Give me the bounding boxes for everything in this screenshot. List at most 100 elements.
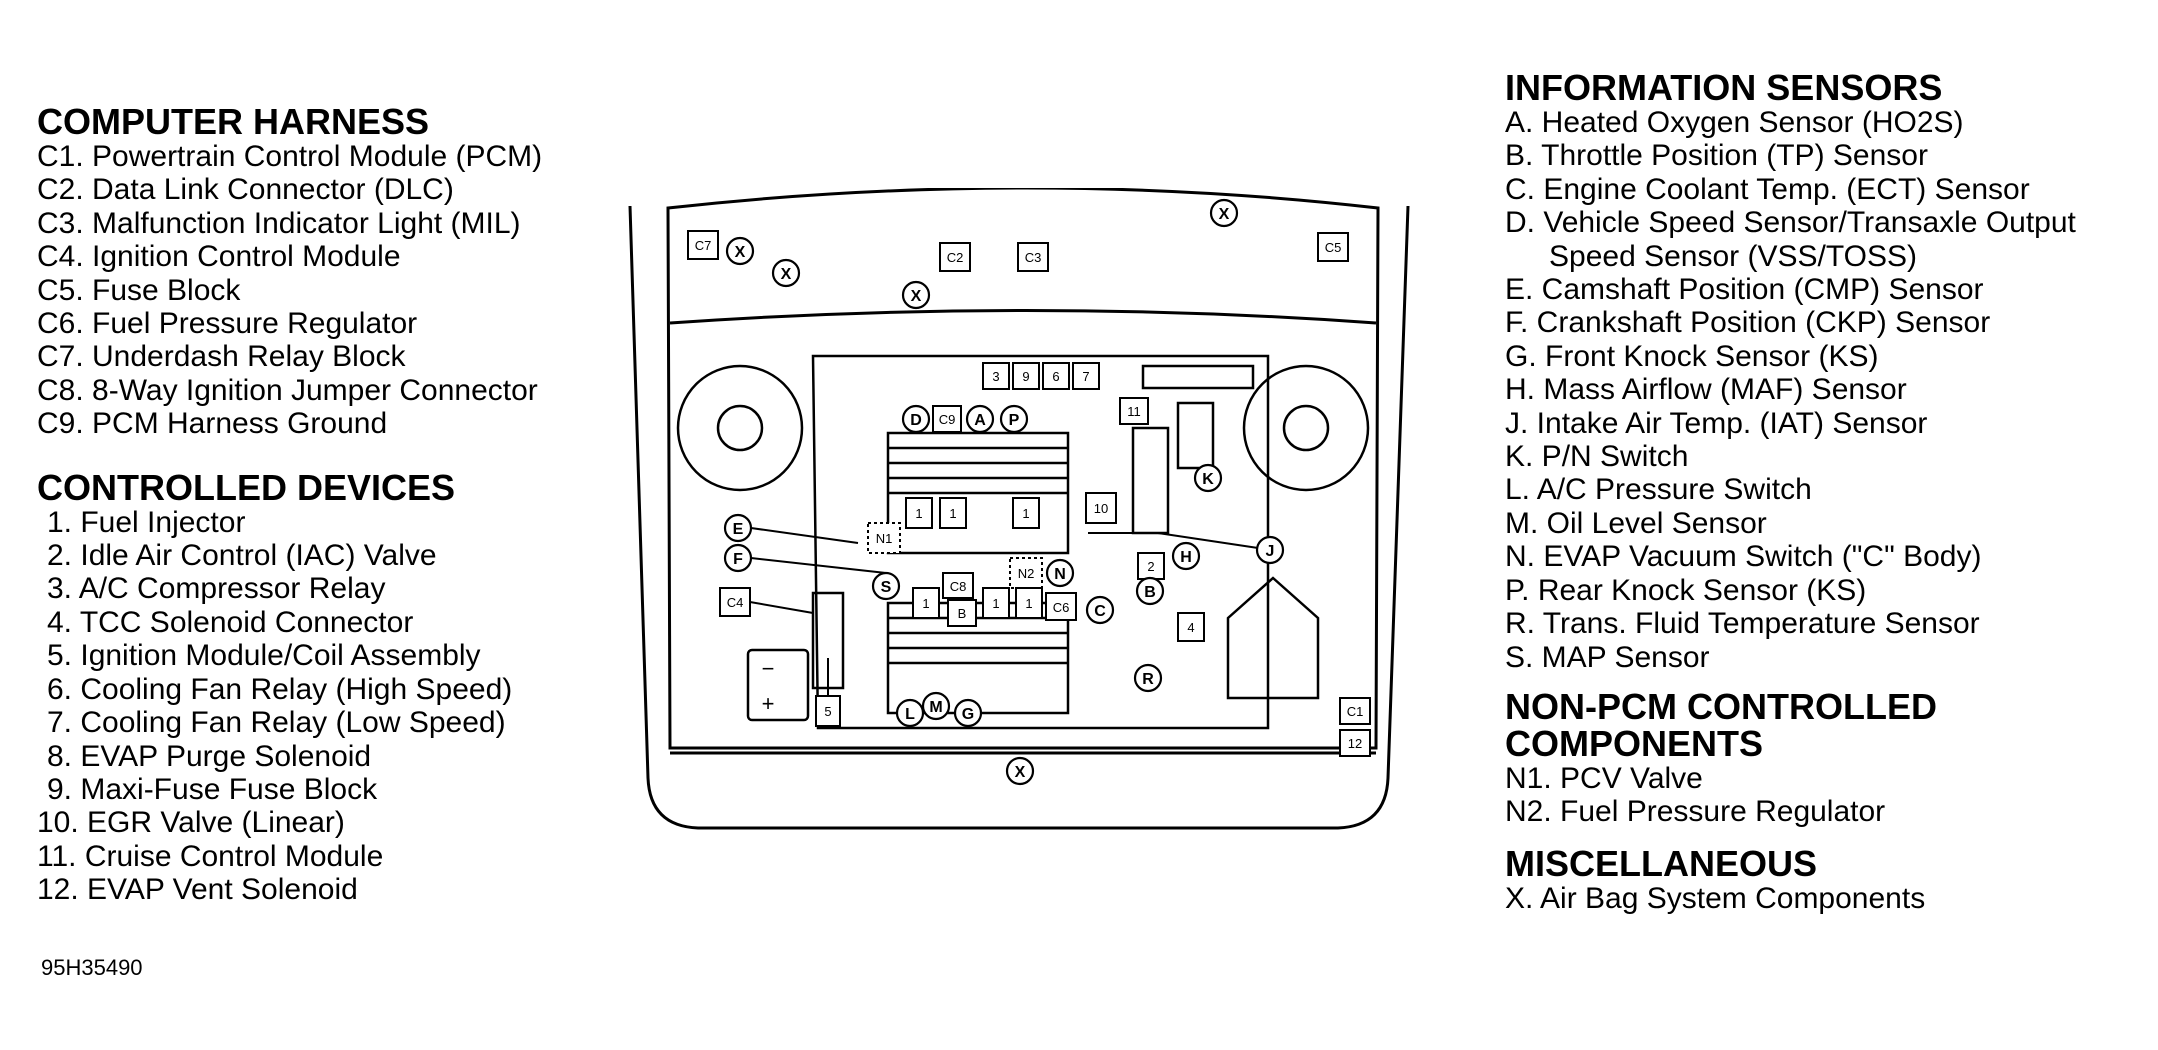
sensor-item: A. Heated Oxygen Sensor (HO2S)	[1505, 106, 1964, 139]
svg-text:S: S	[881, 579, 892, 596]
sensor-item: G. Front Knock Sensor (KS)	[1505, 339, 1879, 373]
sensor-item: L. A/C Pressure Switch	[1505, 473, 1812, 507]
marker-p: P	[999, 404, 1029, 434]
svg-text:3: 3	[992, 369, 999, 384]
non-pcm-heading: NON-PCM CONTROLLED	[1505, 685, 1937, 727]
right-strut-center	[1282, 404, 1330, 452]
harness-item: C4. Ignition Control Module	[37, 240, 401, 274]
harness-item: C6. Fuel Pressure Regulator	[37, 307, 418, 341]
right-legend: INFORMATION SENSORS A. Heated Oxygen Sen…	[1505, 69, 2076, 915]
device-item: 10. EGR Valve (Linear)	[37, 806, 345, 840]
left-strut-center	[716, 404, 764, 452]
harness-item: C5. Fuse Block	[37, 273, 241, 307]
harness-item: C8. 8-Way Ignition Jumper Connector	[37, 373, 538, 407]
box-1c: 1	[1012, 497, 1040, 529]
svg-text:E: E	[733, 521, 744, 538]
box-b: B	[947, 599, 977, 627]
box-6: 6	[1042, 362, 1070, 390]
marker-l: L	[895, 698, 925, 728]
svg-text:11: 11	[1127, 404, 1141, 419]
svg-text:C8: C8	[950, 579, 967, 594]
svg-text:N1: N1	[876, 531, 893, 546]
strut-towers	[676, 364, 1370, 492]
box-c2: C2	[939, 242, 971, 272]
information-sensors-heading: INFORMATION SENSORS	[1505, 67, 1943, 108]
engine-compartment-diagram: − + C7 C2 C3 C5 3 9 6 7 11 C9 10 N1 N2 C…	[628, 188, 1410, 830]
svg-text:10: 10	[1094, 501, 1108, 516]
svg-text:N: N	[1054, 566, 1066, 583]
non-pcm-item: N2. Fuel Pressure Regulator	[1505, 795, 1886, 829]
box-7: 7	[1072, 362, 1100, 390]
box-5: 5	[815, 695, 841, 727]
svg-text:K: K	[1202, 471, 1214, 488]
harness-item: C7. Underdash Relay Block	[37, 340, 406, 374]
harness-item: C2. Data Link Connector (DLC)	[37, 173, 454, 207]
svg-text:G: G	[962, 706, 974, 723]
device-item: 2. Idle Air Control (IAC) Valve	[47, 539, 437, 573]
marker-n: N	[1045, 558, 1075, 588]
svg-text:9: 9	[1022, 369, 1029, 384]
svg-text:C3: C3	[1025, 250, 1042, 265]
battery-positive: +	[762, 691, 775, 716]
box-c7: C7	[687, 230, 719, 260]
svg-text:C5: C5	[1325, 240, 1342, 255]
harness-item: C3. Malfunction Indicator Light (MIL)	[37, 206, 521, 240]
sensor-markers: X X X X X D A P K E F S N H J B C R L M …	[723, 198, 1285, 786]
svg-text:H: H	[1180, 549, 1192, 566]
svg-text:X: X	[1219, 206, 1230, 223]
svg-text:A: A	[974, 412, 986, 429]
harness-lines	[749, 527, 1259, 696]
harness-item: C9. PCM Harness Ground	[37, 407, 388, 441]
marker-e: E	[723, 513, 753, 543]
marker-b: B	[1135, 576, 1165, 606]
sensor-item: K. P/N Switch	[1505, 440, 1689, 474]
marker-h: H	[1171, 541, 1201, 571]
sensor-item: J. Intake Air Temp. (IAT) Sensor	[1505, 406, 1928, 440]
marker-g: G	[953, 698, 983, 728]
marker-x2: X	[771, 258, 801, 288]
sensor-item: B. Throttle Position (TP) Sensor	[1505, 139, 1928, 173]
device-item: 9. Maxi-Fuse Fuse Block	[47, 772, 378, 806]
sensor-item: N. EVAP Vacuum Switch ("C" Body)	[1505, 540, 1982, 574]
computer-harness-heading: COMPUTER HARNESS	[37, 101, 430, 142]
marker-x1: X	[725, 236, 755, 266]
device-item: 5. Ignition Module/Coil Assembly	[47, 639, 481, 673]
box-c8: C8	[942, 572, 974, 599]
box-9: 9	[1012, 362, 1040, 390]
left-strut-tower	[676, 364, 804, 492]
box-c1: C1	[1339, 697, 1371, 725]
svg-text:M: M	[929, 699, 942, 716]
svg-text:5: 5	[824, 704, 831, 719]
marker-a: A	[965, 404, 995, 434]
svg-text:L: L	[905, 706, 915, 723]
battery-negative: −	[762, 656, 775, 681]
sensor-item: P. Rear Knock Sensor (KS)	[1505, 573, 1867, 607]
marker-k: K	[1193, 463, 1223, 493]
svg-text:C7: C7	[695, 238, 712, 253]
marker-m: M	[921, 691, 951, 721]
svg-text:6: 6	[1052, 369, 1059, 384]
svg-text:B: B	[958, 606, 967, 621]
device-item: 6. Cooling Fan Relay (High Speed)	[47, 672, 513, 706]
svg-text:1: 1	[915, 506, 922, 521]
box-n2: N2	[1009, 557, 1043, 589]
non-pcm-heading-line2: COMPONENTS	[1505, 722, 1764, 764]
svg-text:D: D	[910, 412, 922, 429]
body-outline	[628, 188, 1410, 830]
marker-x4: X	[1209, 198, 1239, 228]
device-item: 8. EVAP Purge Solenoid	[47, 739, 372, 773]
sensor-item: D. Vehicle Speed Sensor/Transaxle Output	[1505, 206, 2076, 240]
air-cleaner	[1226, 576, 1320, 700]
sensor-item: R. Trans. Fluid Temperature Sensor	[1505, 607, 1980, 641]
right-strut-tower	[1242, 364, 1370, 492]
svg-text:X: X	[911, 288, 922, 305]
svg-text:2: 2	[1147, 559, 1154, 574]
box-11: 11	[1119, 397, 1149, 425]
box-c4: C4	[719, 587, 751, 617]
marker-c: C	[1085, 595, 1115, 625]
svg-text:1: 1	[949, 506, 956, 521]
device-item: 11. Cruise Control Module	[37, 839, 384, 873]
misc-item: X. Air Bag System Components	[1505, 881, 1926, 915]
device-item: 1. Fuel Injector	[47, 505, 246, 539]
box-12: 12	[1339, 729, 1371, 757]
